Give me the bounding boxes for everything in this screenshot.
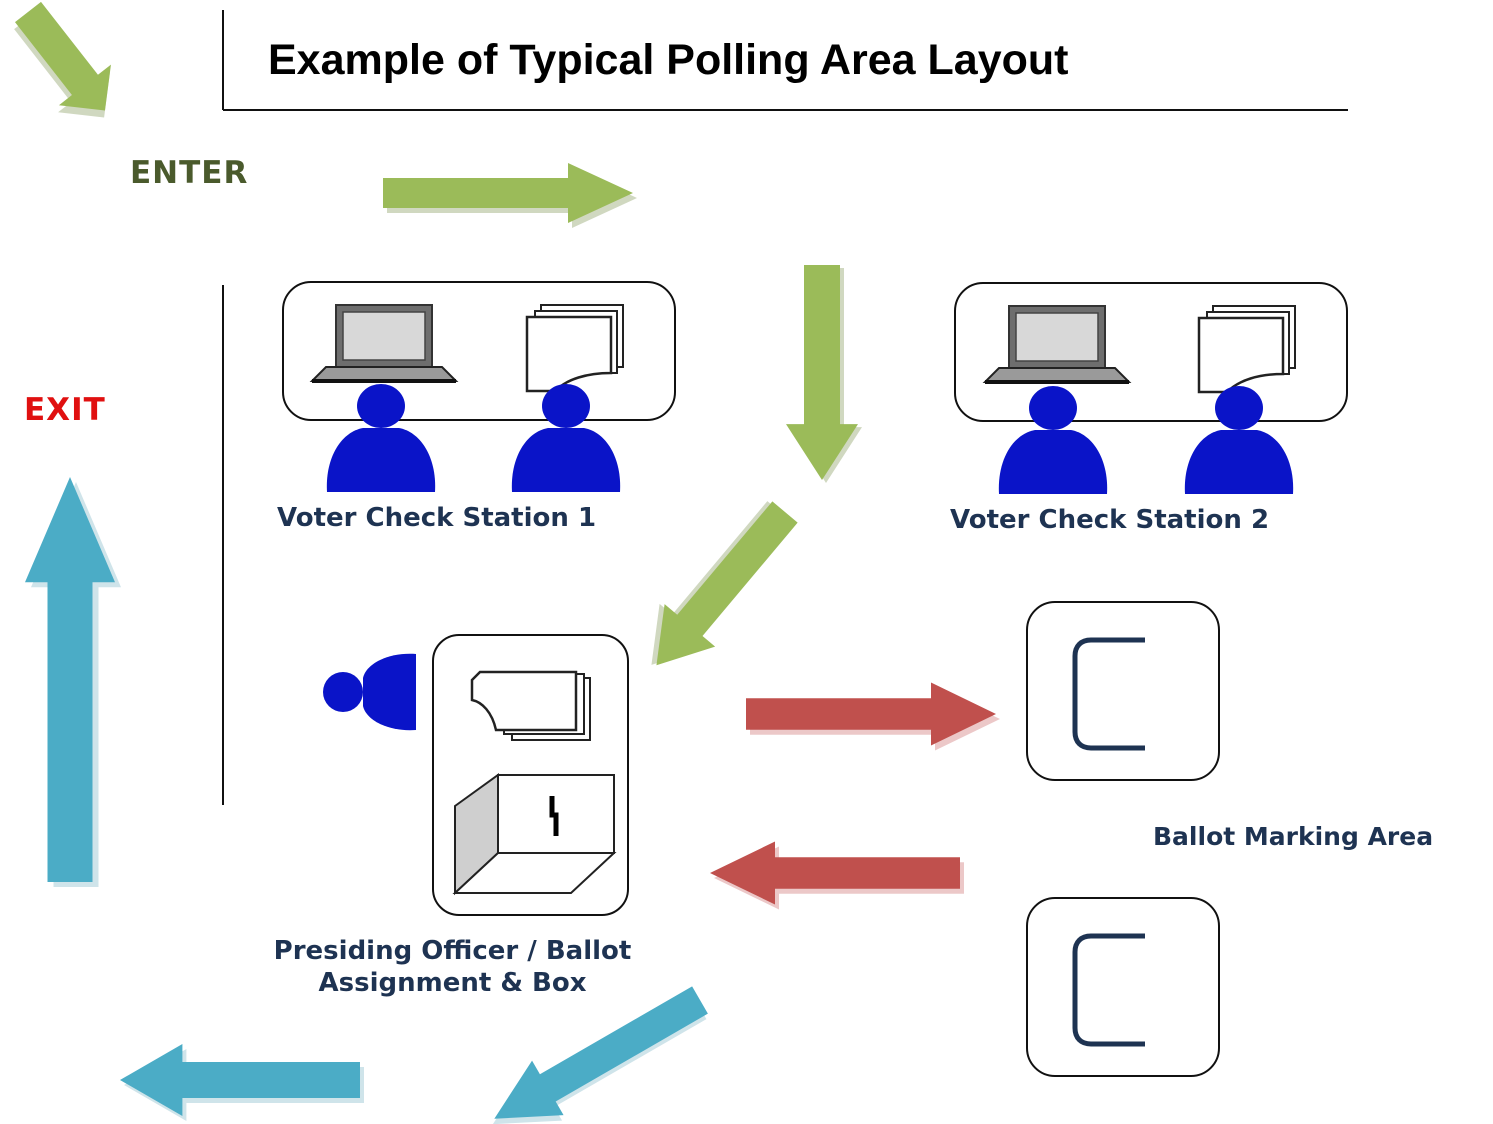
ballot-papers-icon: [470, 670, 591, 741]
enter-arrow-diagonal: [1, 0, 131, 138]
title-area: [222, 10, 1348, 111]
voter-check-station-2: [954, 282, 1348, 494]
flow-arrow-down: [786, 265, 862, 483]
from-booth-arrow: [710, 841, 964, 910]
presiding-officer-label: Presiding Officer / Ballot Assignment & …: [230, 935, 675, 999]
presiding-officer-label-line2: Assignment & Box: [318, 968, 587, 998]
voting-booth-icon: [1027, 602, 1219, 780]
enter-arrow-right: [383, 163, 637, 228]
presiding-officer-station: [323, 634, 629, 916]
enter-label: ENTER: [130, 155, 249, 191]
voting-booth-icon: [1027, 898, 1219, 1076]
voter-check-station-1: [282, 281, 676, 492]
exit-arrow-up: [25, 477, 121, 887]
exit-arrow-left: [119, 1044, 364, 1121]
station-1-label: Voter Check Station 1: [277, 503, 597, 533]
flow-arrow-diagonal: [626, 490, 811, 687]
person-icon: [323, 653, 416, 731]
exit-label: EXIT: [24, 392, 106, 428]
station-2-label: Voter Check Station 2: [950, 505, 1270, 535]
page-title: Example of Typical Polling Area Layout: [268, 36, 1069, 84]
ballot-box-icon: [452, 773, 617, 896]
to-booth-arrow: [746, 682, 1000, 751]
ballot-marking-area-label: Ballot Marking Area: [1153, 822, 1434, 851]
presiding-officer-label-line1: Presiding Officer / Ballot: [273, 936, 632, 966]
